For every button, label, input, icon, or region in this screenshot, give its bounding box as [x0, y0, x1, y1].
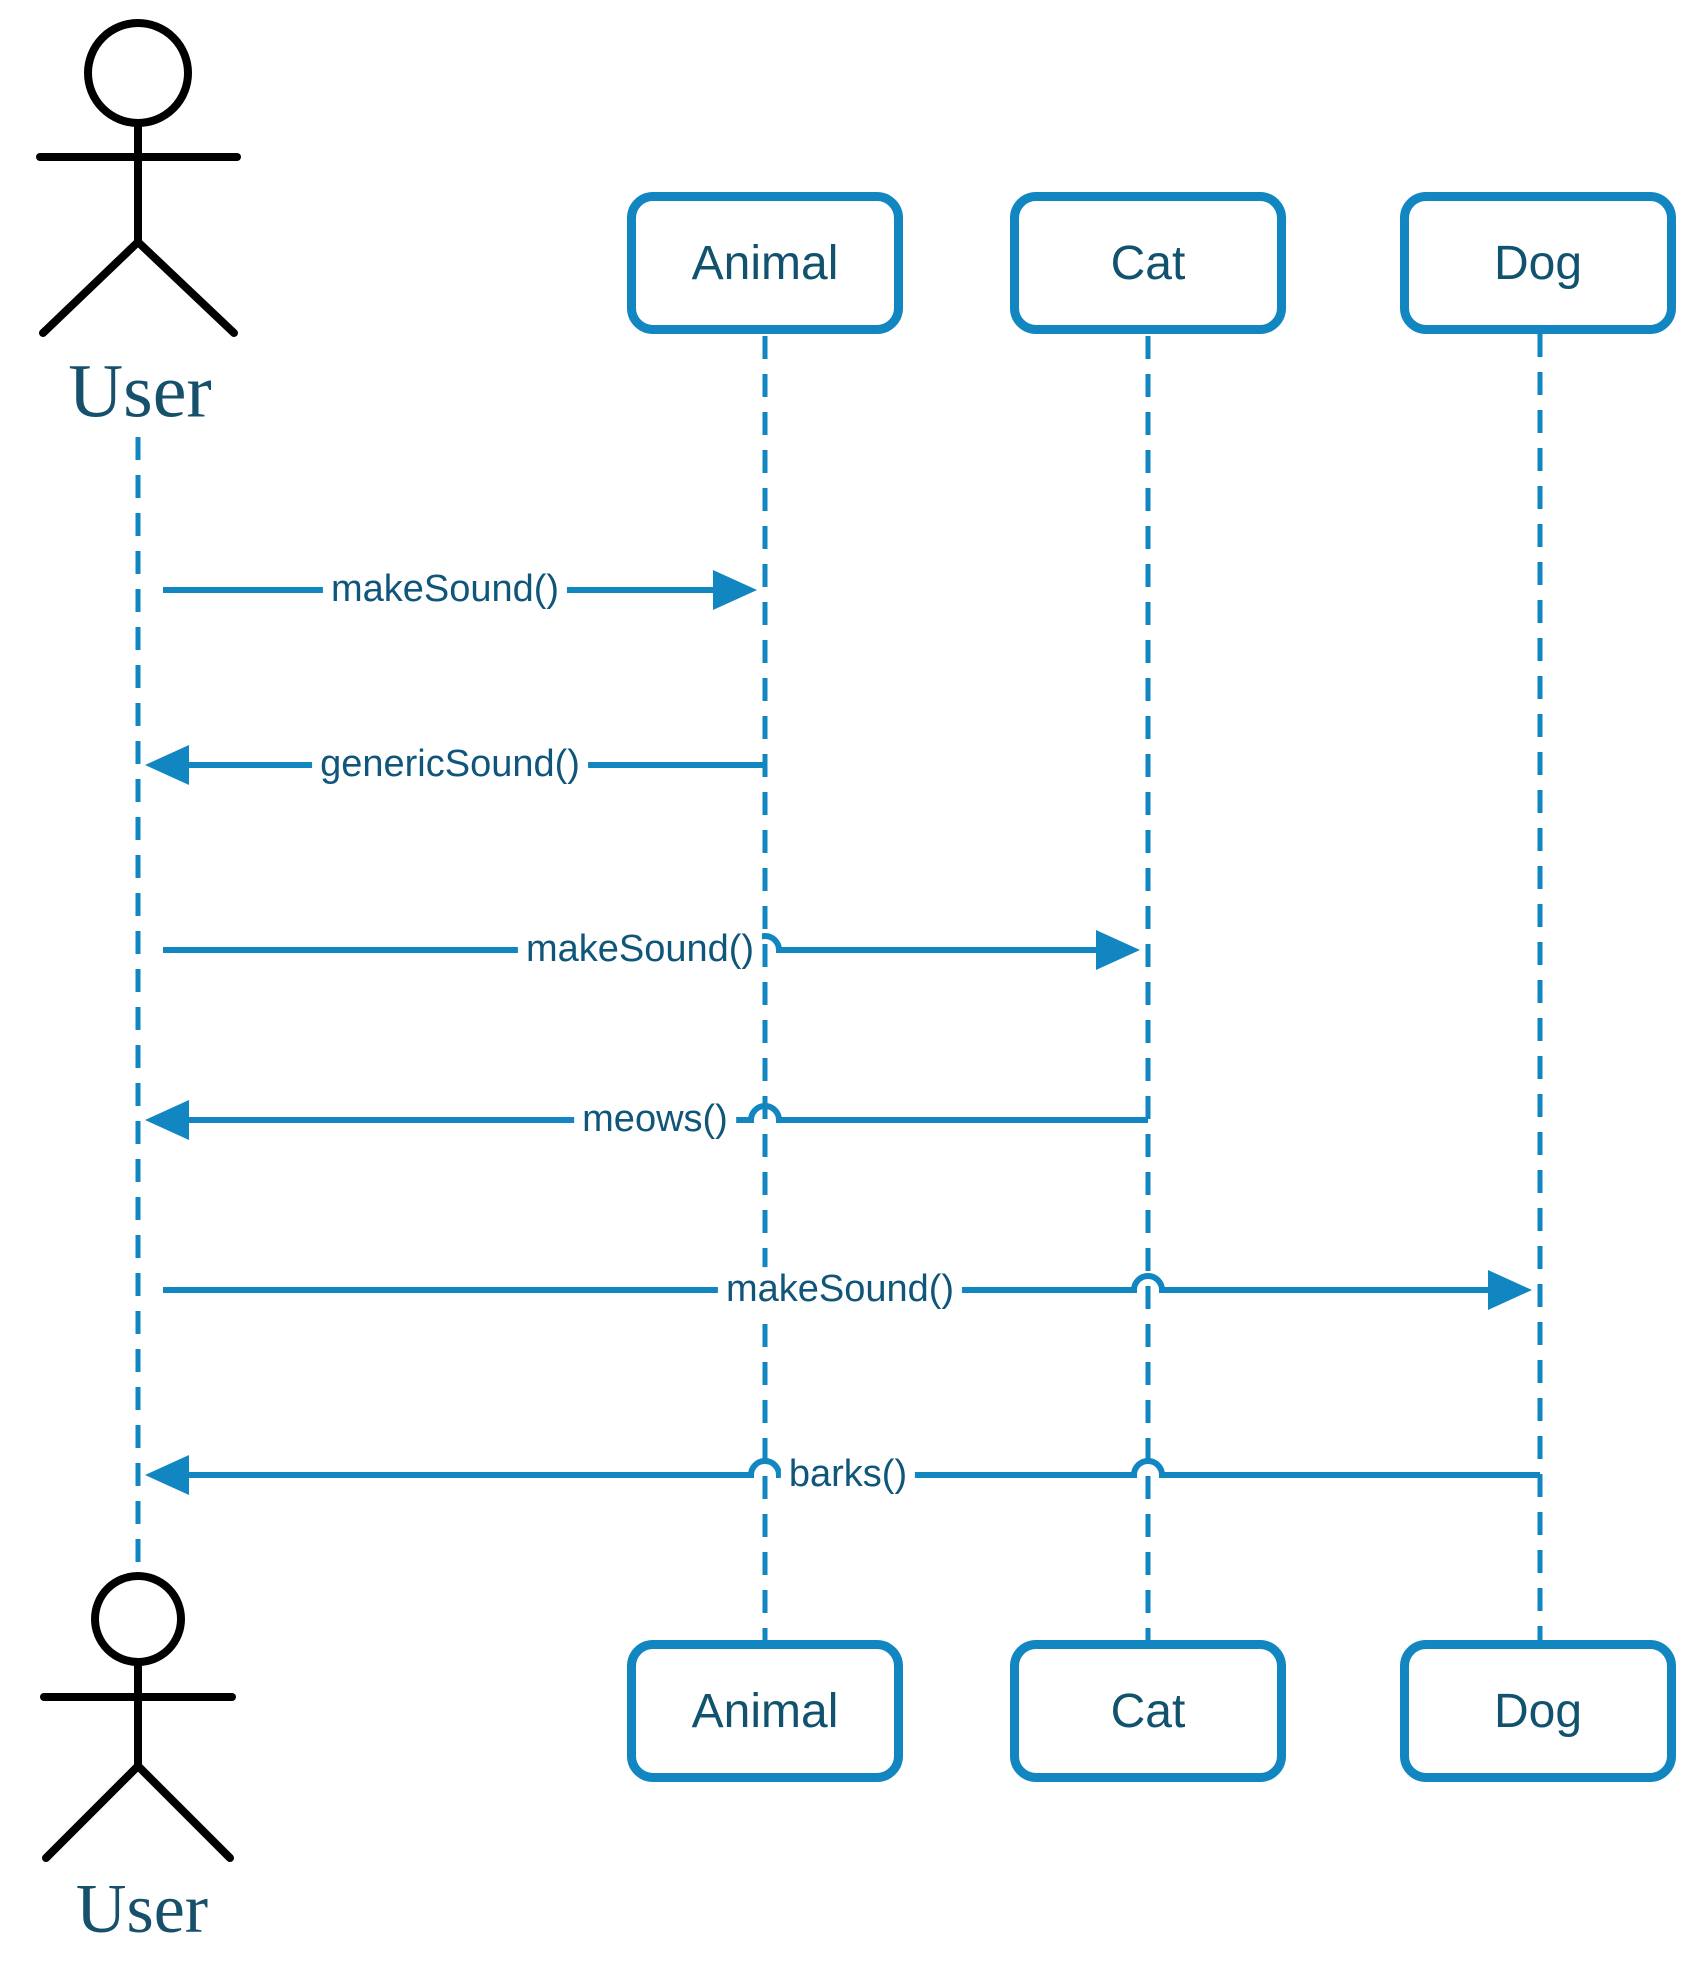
actor-top-leg-right [134, 238, 238, 337]
participant-box-cat-top: Cat [1010, 192, 1286, 334]
message-2-label: genericSound() [312, 742, 588, 788]
participant-label-dog-top: Dog [1493, 236, 1583, 290]
actor-bottom-head [91, 1572, 185, 1666]
message-1-label: makeSound() [322, 567, 568, 613]
actor-top-head [84, 19, 192, 127]
message-5-label: makeSound() [717, 1267, 963, 1313]
participant-label-cat-bottom: Cat [1110, 1684, 1186, 1738]
message-4-label: meows() [574, 1097, 736, 1143]
arrow-6-line [186, 1458, 1540, 1478]
actor-figure-bottom-icon [40, 1572, 236, 1862]
participant-box-animal-bottom: Animal [627, 1640, 903, 1782]
participant-box-animal-top: Animal [627, 192, 903, 334]
arrow-4-head [145, 1100, 189, 1140]
actor-top-leg-left [39, 238, 142, 337]
actor-label-user-top: User [68, 349, 212, 434]
message-6-label: barks() [780, 1452, 916, 1498]
arrow-2-head [145, 745, 189, 785]
participant-box-cat-bottom: Cat [1010, 1640, 1286, 1782]
actor-bottom-leg-right [134, 1762, 234, 1862]
message-3-label: makeSound() [517, 927, 763, 973]
participant-label-animal-bottom: Animal [691, 1684, 839, 1738]
arrowheads-group [145, 570, 1532, 1495]
arrow-4-line [186, 1103, 1148, 1123]
arrow-3-head [1096, 930, 1140, 970]
arrow-6-head [145, 1455, 189, 1495]
messages-group [163, 587, 1540, 1478]
arrow-5-head [1488, 1270, 1532, 1310]
arrow-1-head [713, 570, 757, 610]
participant-label-animal-top: Animal [691, 236, 839, 290]
arrow-5-line [163, 1273, 1497, 1293]
lifelines-group [135, 334, 1543, 1640]
actor-label-user-bottom: User [75, 1871, 209, 1948]
participant-label-cat-top: Cat [1110, 236, 1186, 290]
participant-box-dog-top: Dog [1400, 192, 1676, 334]
participant-box-dog-bottom: Dog [1400, 1640, 1676, 1782]
actor-figure-top-icon [36, 19, 241, 337]
participant-label-dog-bottom: Dog [1493, 1684, 1583, 1738]
actor-bottom-leg-left [42, 1762, 142, 1862]
